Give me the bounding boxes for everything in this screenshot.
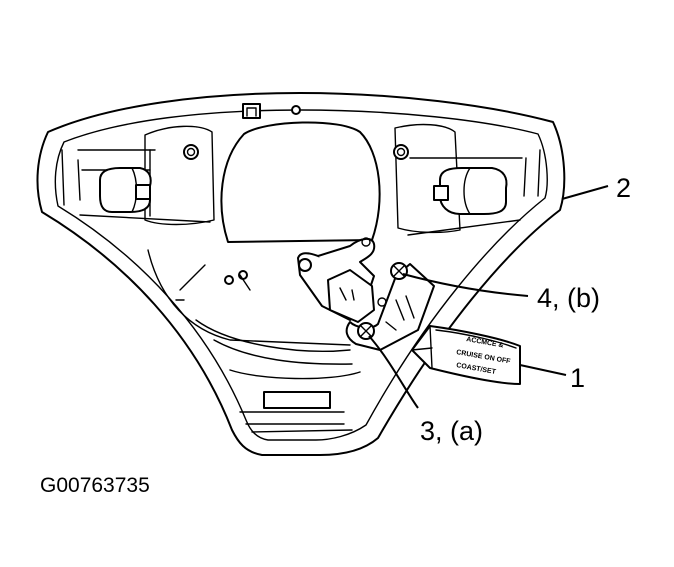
screw-b (390, 262, 408, 280)
leader-line-3 (368, 335, 419, 409)
callout-1: 1 (570, 363, 585, 393)
figure-code: G00763735 (40, 474, 150, 497)
leader-line-2 (561, 185, 609, 200)
cruise-control-switch: ACCMCE & CRUISE ON OFF COAST/SET (411, 325, 521, 385)
callout-4-b: 4, (b) (537, 283, 600, 313)
callout-2: 2 (616, 173, 631, 203)
screw-a (357, 322, 375, 340)
leader-line-4 (402, 273, 529, 297)
leader-line-1 (519, 364, 567, 376)
callout-3-a: 3, (a) (420, 416, 483, 446)
steering-wheel-pad (36, 92, 566, 456)
